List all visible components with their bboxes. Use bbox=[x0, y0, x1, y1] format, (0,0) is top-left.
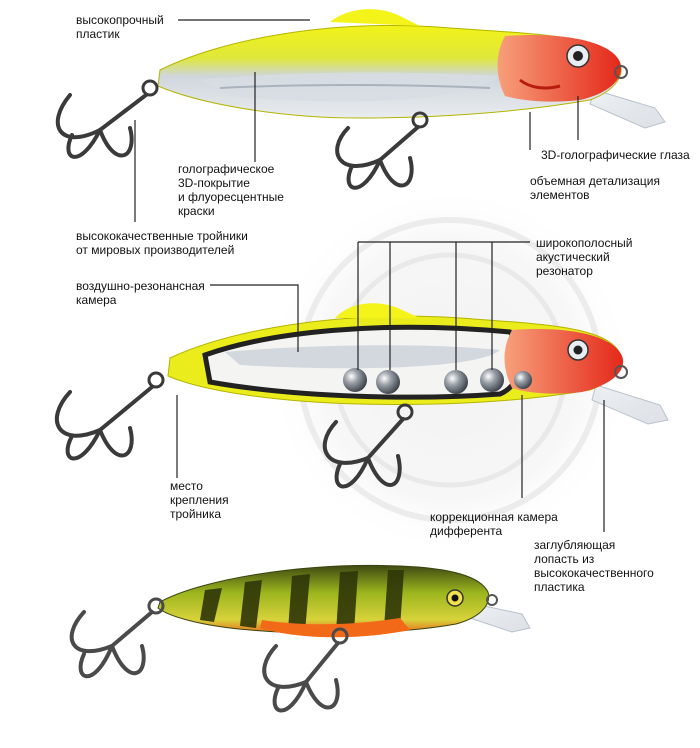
label-broadband-resonator: широкополосный акустический резонатор bbox=[536, 236, 633, 278]
treble-hook-belly-3 bbox=[262, 627, 349, 713]
lure-perch bbox=[69, 564, 531, 713]
lure-cutaway bbox=[54, 303, 669, 489]
treble-hook-rear bbox=[55, 79, 159, 159]
label-holographic-coating: голографическое 3D-покрытие и флуоресцен… bbox=[178, 162, 284, 218]
label-trim-chamber: коррекционная камера дифферента bbox=[430, 510, 558, 538]
treble-hook-belly-2 bbox=[322, 403, 414, 489]
treble-hook-rear-2 bbox=[54, 371, 165, 461]
lure-top bbox=[55, 9, 666, 190]
label-diving-lip: заглубляющая лопасть из высококачественн… bbox=[534, 538, 654, 594]
treble-hook-belly bbox=[335, 111, 429, 190]
rattle-balls bbox=[343, 368, 532, 394]
label-treble-attachment: место крепления тройника bbox=[170, 479, 229, 521]
label-quality-trebles: высококачественные тройники от мировых п… bbox=[76, 229, 248, 257]
label-high-strength-plastic: высокопрочный пластик bbox=[76, 13, 164, 41]
label-air-resonance-chamber: воздушно-резонансная камера bbox=[76, 279, 205, 307]
leader-lines bbox=[134, 19, 605, 532]
treble-hook-rear-3 bbox=[69, 597, 165, 679]
label-3d-eyes: 3D-голографические глаза bbox=[541, 148, 690, 162]
label-volumetric-detail: объемная детализация элементов bbox=[530, 174, 660, 202]
